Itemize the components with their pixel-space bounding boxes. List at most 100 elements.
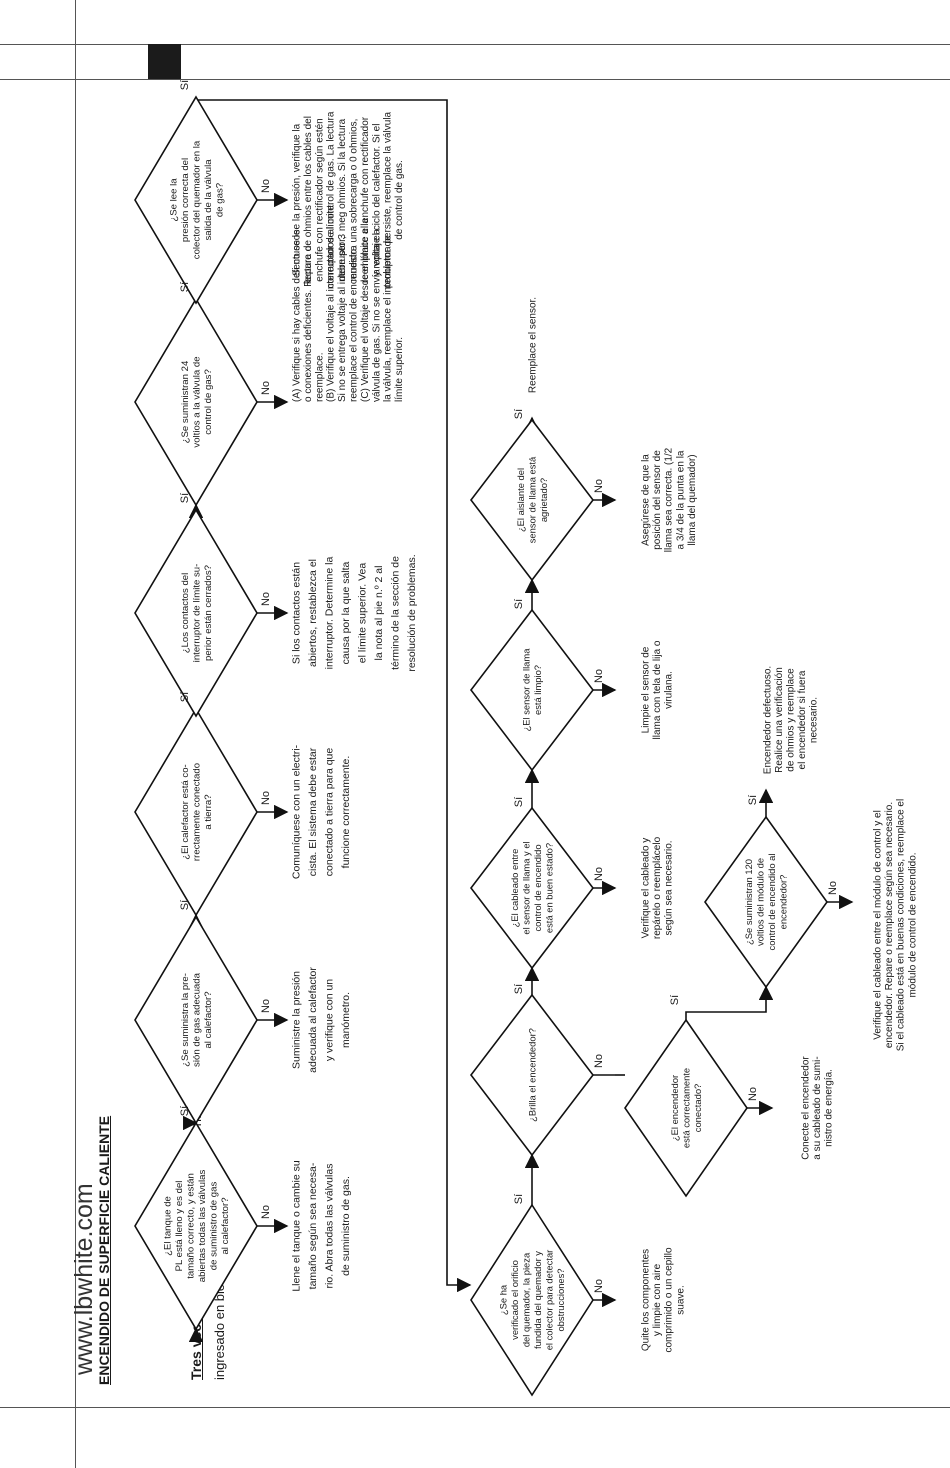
end-text-row3-line: necesario. [809, 697, 820, 743]
answer-text-r1-2-line: Suministre la presión [291, 971, 303, 1069]
yes-label-r1-2-text: Sí [179, 900, 191, 910]
decision-text-r2-5-line: ¿El aislante del [515, 468, 526, 532]
header-rule [0, 79, 950, 80]
answer-text-r1-5: (A) Verifique si hay cables defectuosos … [292, 202, 406, 402]
answer-text-r1-2-line: adecuada al calefactor [307, 967, 319, 1073]
decision-text-r2-5-line: agrietado? [538, 478, 549, 522]
decision-text-r2-4-line: ¿El sensor de llama [521, 648, 532, 732]
no-label-r1-6: No [260, 179, 272, 193]
end-text-row2: Reemplace el sensor. [528, 297, 539, 393]
decision-text-r1-1-line: de suministro de gas [209, 1182, 220, 1271]
answer-text-r3-1-line: nistro de energía. [824, 1069, 835, 1147]
decision-text-r1-2-line: al calefactor? [203, 991, 214, 1048]
decision-text-r1-6-line: de gas? [214, 183, 225, 217]
decision-diamond-r2-3 [469, 806, 595, 970]
no-label-r3-2-text: No [827, 881, 839, 895]
yes-label-r1-6-text: Sí [179, 80, 191, 90]
decision-text-r1-2-line: sión de gas adecuada [191, 972, 202, 1067]
no-label-r3-2: No [827, 881, 839, 895]
answer-text-r1-6-line: conectados al control de gas. La lectura [326, 111, 337, 288]
decision-text-r3-2-line: control de encendido al [766, 854, 777, 951]
decision-text-r3-1-line: conectado? [692, 1084, 703, 1132]
end-text-row3-line: Encendedor defectuoso. [762, 666, 773, 774]
decision-diamond-r1-6 [134, 95, 258, 305]
answer-text-r1-6-line: reemplace el enchufe con rectificador [360, 116, 371, 283]
no-label-r2-4-text: No [593, 669, 605, 683]
answer-text-r1-6-line: problema persiste, reemplace la válvula [383, 111, 394, 288]
decision-text-r2-1-line: obstrucciones? [555, 1268, 566, 1331]
no-label-r2-3-text: No [593, 867, 605, 881]
decision-text-r1-6-line: ¿Se lee la [168, 178, 179, 222]
yes-label-r1-6: Sí [179, 80, 191, 90]
decision-diamond-r2-4 [469, 608, 595, 772]
answer-text-r1-4-line: término de la sección de [390, 556, 402, 670]
answer-text-r1-4-line: causa por la que salta [340, 561, 352, 664]
decision-text-r1-4-line: ¿Los contactos del [180, 573, 191, 654]
decision-text-r2-3-line: control de encendido [532, 844, 543, 931]
answer-text-r1-5-line: (C) Verifique el voltaje desde el límite… [360, 218, 371, 402]
answer-text-r3-1-line: a su cableado de sumi- [812, 1056, 823, 1159]
decision-text-r1-6-line: salida de la válvula [203, 159, 214, 241]
end-text-row2-line: Reemplace el sensor. [528, 297, 539, 393]
yes-label-r1-4-text: Sí [179, 493, 191, 503]
answer-text-r1-5-line: reemplace el control de encendido. [349, 246, 360, 402]
yes-label-r3-2-text: Sí [747, 795, 759, 805]
answer-text-r1-5-line: límite superior. [394, 337, 405, 402]
no-label-r3-1-text: No [747, 1087, 759, 1101]
decision-diamond-r2-1 [470, 1203, 594, 1397]
yes-label-r1-5-text: Sí [179, 282, 191, 292]
bottom-rule [0, 1407, 950, 1408]
decision-text-r1-2-line: ¿Se suministra la pre- [180, 973, 191, 1067]
answer-text-r1-4-line: resolución de problemas. [406, 554, 418, 671]
answer-text-r1-6-line: y repita el ciclo del calefactor. Si el [371, 124, 382, 277]
yes-label-r2-3: Sí [513, 797, 525, 807]
top-rule [0, 44, 950, 45]
answer-text-r1-2-line: manómetro. [340, 992, 352, 1048]
decision-text-r3-2-line: voltios del módulo de [755, 858, 766, 946]
yes-label-r2-1: Sí [513, 1194, 525, 1204]
decision-text-r1-5-line: ¿Se suministran 24 [180, 360, 191, 443]
answer-text-r1-5-line: la válvula, reemplace el interruptor de [383, 235, 394, 402]
decision-text-r2-1-line: del quemador, la pieza [521, 1252, 532, 1347]
end-text-row3-line: Realice una verificación [774, 667, 785, 773]
answer-text-r1-4-line: el límite superior. Vea [357, 563, 369, 664]
margin-rule [75, 0, 76, 1468]
yes-label-r2-1-text: Sí [513, 1194, 525, 1204]
answer-text-r3-2: Verifique el cableado entre el módulo de… [873, 799, 919, 1051]
decision-diamond-r1-3 [134, 707, 258, 917]
no-label-r1-2: No [260, 999, 272, 1013]
decision-diamond-r2-2 [469, 993, 595, 1157]
no-label-r1-3-text: No [260, 791, 272, 805]
end-text-row3: Encendedor defectuoso.Realice una verifi… [762, 666, 819, 774]
answer-text-r1-4-line: interruptor. Determine la [324, 557, 336, 670]
answer-text-r1-6-line: lectura de ohmios entre los cables del [303, 116, 314, 284]
answer-text-r1-4-line: Si los contactos están [291, 562, 303, 664]
no-label-r2-1: No [593, 1279, 605, 1293]
no-label-r1-5-text: No [260, 381, 272, 395]
answer-text-r2-1-line: suave. [675, 1285, 686, 1314]
decision-text-r2-4-line: está limpio? [532, 665, 543, 715]
no-label-r1-4-text: No [260, 592, 272, 606]
decision-text-r2-5-line: sensor de llama está [526, 456, 537, 543]
yes-label-r2-5: Sí [513, 409, 525, 419]
decision-text-r1-3: ¿El calefactor está co-rrectamente conec… [180, 763, 214, 861]
end-text-row3-line: el encendedor si fuera [797, 670, 808, 769]
answer-text-r1-2-line: y verifique con un [324, 979, 336, 1061]
decision-text-r2-2-line: ¿Brilla el encendedor? [526, 1028, 537, 1122]
answer-text-r3-2-line: encendedor. Repare o reemplace según sea… [884, 802, 895, 1048]
decision-text-r3-2-line: ¿Se suministran 120 [743, 859, 754, 945]
no-label-r2-2-text: No [593, 1054, 605, 1068]
yes-label-r3-2: Sí [747, 795, 759, 805]
answer-text-r1-6-line: debe ser 3 meg ohmios. Si la lectura [337, 118, 348, 281]
answer-text-r1-3-line: funcione correctamente. [340, 756, 352, 869]
yes-label-r1-4: Sí [179, 493, 191, 503]
yes-label-r2-5-text: Sí [513, 409, 525, 419]
yes-label-r1-2: Sí [179, 900, 191, 910]
